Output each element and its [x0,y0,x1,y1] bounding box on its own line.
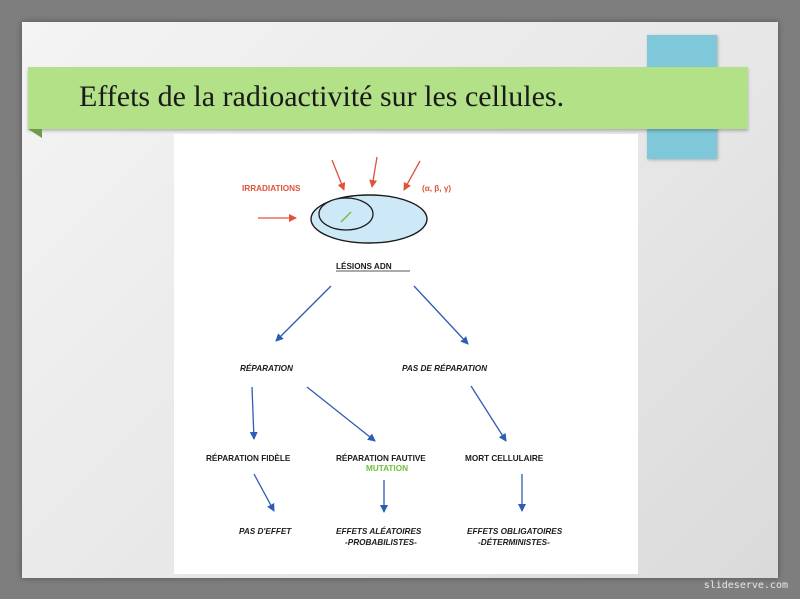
reparation-fautive-label: RÉPARATION FAUTIVE [336,453,426,463]
deterministes-label: -DÉTERMINISTES- [478,537,550,547]
reparation-fidele-label: RÉPARATION FIDÈLE [206,453,291,463]
radiation-effects-diagram: IRRADIATIONS (α, β, γ) LÉSIONS ADN RÉPAR… [174,134,638,574]
irradiation-arrow-2 [369,156,378,188]
lesions-adn-label: LÉSIONS ADN [336,261,392,271]
effets-obligatoires-label: EFFETS OBLIGATOIRES [467,527,563,536]
arrow-to-reparation [275,285,332,342]
irradiations-label: IRRADIATIONS [242,184,301,193]
title-band-fold [28,129,42,138]
slide-title: Effets de la radioactivité sur les cellu… [79,80,565,113]
arrow-to-reparation-fidele [249,386,258,440]
arrow-to-mort-cellulaire [470,385,507,442]
diagram-svg: IRRADIATIONS (α, β, γ) LÉSIONS ADN RÉPAR… [206,156,563,547]
nucleus-shape [318,197,374,231]
slide: Effets de la radioactivité sur les cellu… [22,22,778,578]
effets-aleatoires-label: EFFETS ALÉATOIRES [336,526,422,536]
watermark: slideserve.com [703,580,788,591]
title-band [28,67,748,129]
pas-de-reparation-label: PAS DE RÉPARATION [402,363,488,373]
arrow-to-reparation-fautive [306,386,376,442]
dna-damage-mark [340,211,352,223]
probabilistes-label: -PROBABILISTES- [345,538,417,547]
reparation-label: RÉPARATION [240,363,294,373]
mutation-label: MUTATION [366,464,408,473]
arrow-to-pas-d-effet [253,473,275,512]
arrow-to-pas-de-reparation [413,285,469,345]
irradiation-arrow-3 [403,160,421,191]
irradiation-arrow-1 [331,159,346,191]
rays-label: (α, β, γ) [422,184,451,193]
mort-cellulaire-label: MORT CELLULAIRE [465,454,544,463]
pas-d-effet-label: PAS D'EFFET [239,527,292,536]
